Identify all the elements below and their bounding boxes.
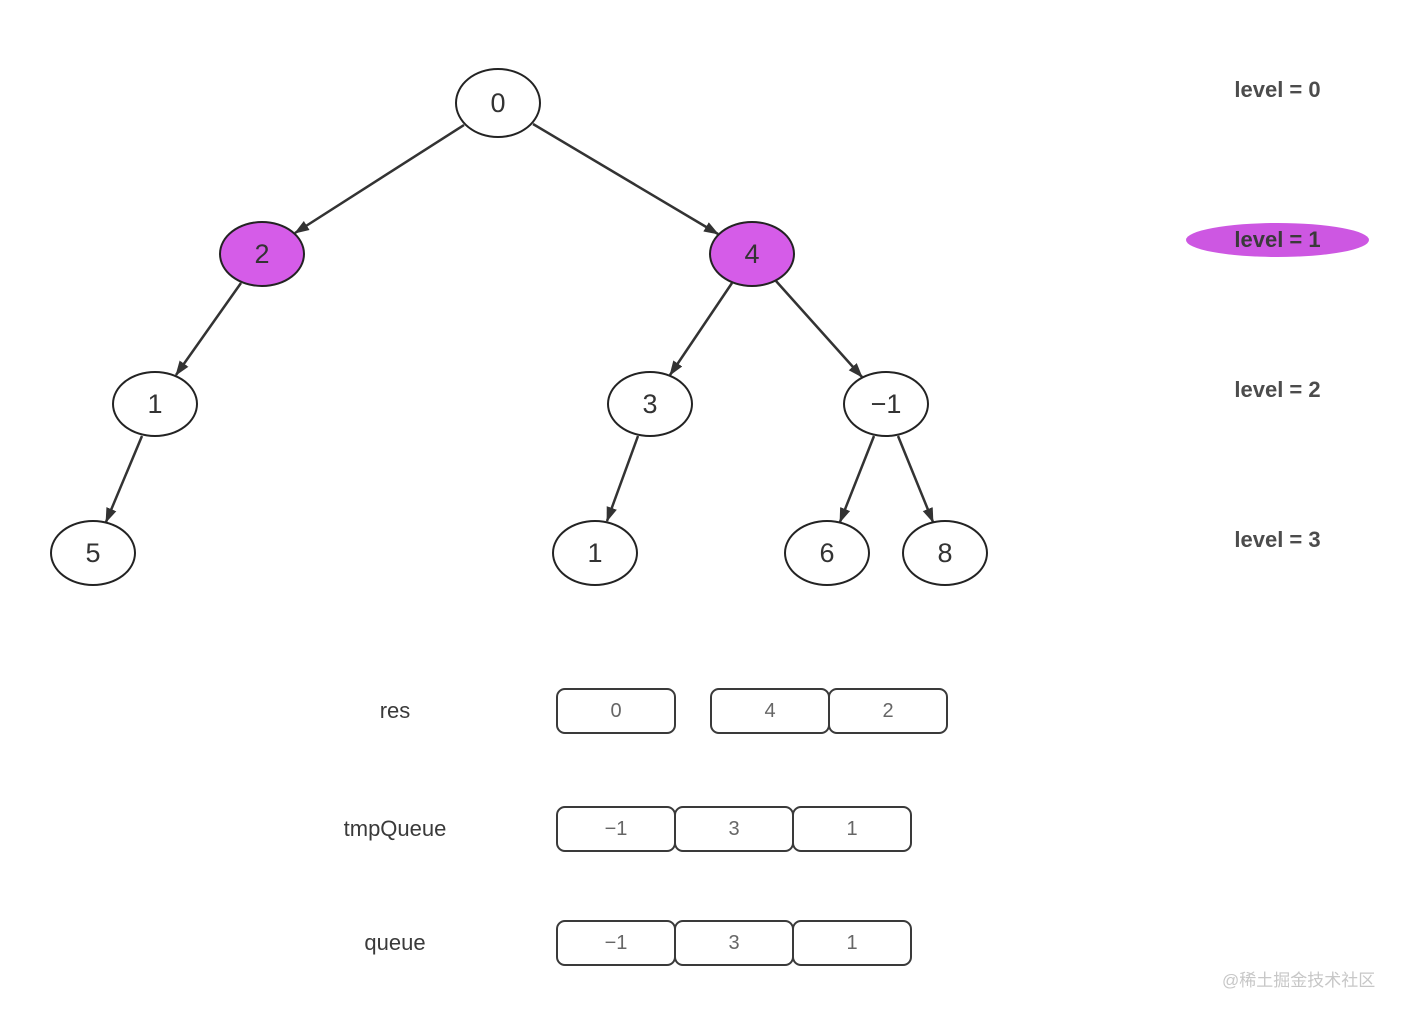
tmpqueue-box-value: 3 bbox=[728, 817, 740, 840]
queue-box-0: −1 bbox=[556, 920, 676, 966]
queue-box-1: 3 bbox=[674, 920, 794, 966]
tree-node-value: 0 bbox=[490, 87, 506, 118]
tmpqueue-box-value: 1 bbox=[846, 817, 858, 840]
watermark: @稀土掘金技术社区 bbox=[1222, 971, 1376, 990]
res-box-0: 0 bbox=[556, 688, 676, 734]
tree-node-value: 6 bbox=[819, 537, 835, 568]
tree-node-root-0: 0 bbox=[455, 68, 541, 138]
res-box-1: 4 bbox=[710, 688, 830, 734]
tmpqueue-label: tmpQueue bbox=[343, 816, 447, 841]
res-box-2: 2 bbox=[828, 688, 948, 734]
tree-node-6: 6 bbox=[784, 520, 870, 586]
tree-edge-1-5 bbox=[104, 435, 144, 523]
tree-node-value: 4 bbox=[744, 238, 760, 269]
tree-node-value: 1 bbox=[147, 388, 163, 419]
queue-label: queue bbox=[364, 930, 426, 955]
level-label-text: level = 0 bbox=[1234, 77, 1321, 102]
level-label-1: level = 1 bbox=[1186, 223, 1369, 257]
tree-edge-0-2 bbox=[294, 123, 465, 235]
tree-node-1b: 1 bbox=[552, 520, 638, 586]
level-label-text: level = 3 bbox=[1234, 527, 1321, 552]
queue-box-value: −1 bbox=[604, 931, 628, 954]
level-1-highlight-ellipse bbox=[1186, 223, 1369, 257]
res-box-value: 4 bbox=[764, 699, 776, 722]
tree-node-value: 1 bbox=[587, 537, 603, 568]
tree-node-value: 8 bbox=[937, 537, 953, 568]
tree-node-value: 5 bbox=[85, 537, 101, 568]
tree-node-value: 2 bbox=[254, 238, 270, 269]
tree-edge-4-3 bbox=[668, 282, 734, 376]
tmpqueue-box-0: −1 bbox=[556, 806, 676, 852]
level-label-0: level = 0 bbox=[1186, 73, 1369, 107]
tree-node-8: 8 bbox=[902, 520, 988, 586]
tree-node-1: 1 bbox=[112, 371, 198, 437]
tree-node-4: 4 bbox=[709, 221, 795, 287]
level-label-2: level = 2 bbox=[1186, 373, 1369, 407]
level-label-text: level = 2 bbox=[1234, 377, 1321, 402]
tree-node-3: 3 bbox=[607, 371, 693, 437]
tmpqueue-box-1: 3 bbox=[674, 806, 794, 852]
tree-node-5: 5 bbox=[50, 520, 136, 586]
res-label: res bbox=[379, 698, 411, 723]
tmpqueue-box-2: 1 bbox=[792, 806, 912, 852]
tree-edge-2-1 bbox=[174, 282, 243, 376]
tmpqueue-box-value: −1 bbox=[604, 817, 628, 840]
res-box-value: 0 bbox=[610, 699, 622, 722]
level-label-text: level = 1 bbox=[1234, 227, 1321, 252]
tree-edge-0-4 bbox=[532, 122, 719, 236]
tree-edge-neg1-6 bbox=[838, 435, 876, 523]
queue-box-value: 3 bbox=[728, 931, 740, 954]
tree-node-value: 3 bbox=[642, 388, 658, 419]
tree-edge-4-neg1 bbox=[775, 280, 863, 378]
queue-box-2: 1 bbox=[792, 920, 912, 966]
tree-node-2: 2 bbox=[219, 221, 305, 287]
tree-node-neg1: −1 bbox=[843, 371, 929, 437]
tree-edge-neg1-8 bbox=[896, 435, 935, 523]
level-label-3: level = 3 bbox=[1186, 523, 1369, 557]
queue-box-value: 1 bbox=[846, 931, 858, 954]
tree-node-value: −1 bbox=[870, 388, 902, 419]
tree-edge-3-1 bbox=[605, 435, 640, 523]
res-box-value: 2 bbox=[882, 699, 894, 722]
